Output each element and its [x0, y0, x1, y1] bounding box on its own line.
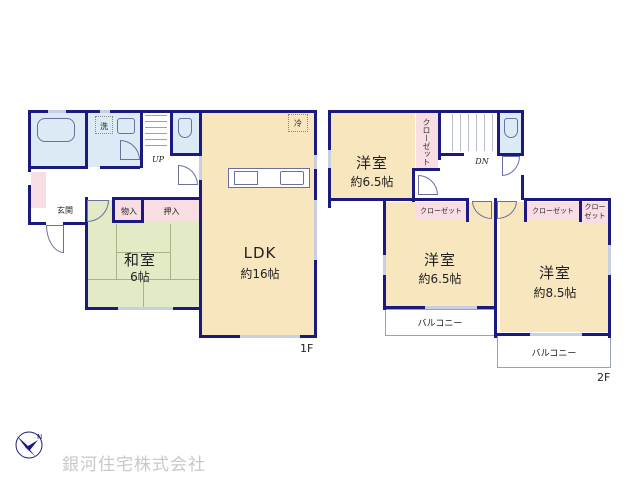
room-se-name: 洋室 [538, 264, 571, 282]
fridge-space [288, 114, 308, 132]
room-nw-closet [416, 112, 438, 170]
door-swing [178, 165, 198, 185]
window [240, 335, 300, 338]
ldk-size: 約16帖 [240, 267, 280, 281]
shoe-closet [31, 172, 46, 208]
balcony-sw [385, 309, 497, 336]
floor-label-2f: 2F [597, 371, 611, 384]
window [383, 255, 386, 275]
washitsu-size: 6帖 [130, 270, 150, 284]
window [199, 156, 202, 180]
tatami-line [143, 279, 144, 307]
kitchen-counter [228, 168, 310, 188]
window [530, 333, 582, 336]
window [314, 155, 317, 169]
washer-space [95, 116, 113, 134]
room-sw-closet-label: クローゼット [420, 207, 462, 215]
wash-label: 洗 [100, 122, 108, 131]
compass-north-icon: N [14, 430, 44, 460]
washitsu-name: 和室 [123, 251, 156, 269]
sink-icon [234, 171, 258, 185]
storage-label: 物入 [121, 207, 137, 216]
room-sw-size: 約6.5帖 [418, 272, 462, 286]
window [328, 150, 331, 168]
entrance-door [46, 225, 64, 253]
window [100, 110, 110, 113]
room-se-size: 約8.5帖 [533, 286, 577, 300]
room-nw-closet-label: クローゼット [422, 118, 431, 166]
window [608, 245, 611, 275]
svg-text:N: N [37, 433, 42, 441]
company-name: 銀河住宅株式会社 [62, 455, 206, 475]
closet-room-top [144, 200, 199, 222]
window [314, 200, 317, 260]
stairs-icon [145, 115, 167, 151]
balcony-sw-label: バルコニー [417, 319, 463, 329]
ldk-name: LDK [243, 244, 277, 262]
fridge-label: 冷 [294, 119, 302, 128]
room-nw [330, 112, 415, 198]
window [48, 110, 66, 113]
room-nw-size: 約6.5帖 [350, 175, 394, 189]
door-swing [418, 175, 438, 195]
up-label: UP [151, 155, 165, 164]
bathtub-icon [37, 118, 75, 142]
room-sw-closet [415, 202, 467, 220]
closet-label: 押入 [163, 207, 180, 216]
toilet-icon [178, 118, 192, 138]
storage-room-top [115, 200, 143, 222]
tatami-line [116, 224, 117, 279]
tatami-line [116, 252, 170, 253]
room-se-closet [527, 202, 579, 220]
room-se-closet2-label: クローゼット [584, 203, 606, 220]
toilet-icon [504, 118, 518, 138]
door-swing [502, 156, 520, 176]
ldk-room [202, 112, 314, 336]
room-nw-name: 洋室 [355, 154, 388, 172]
window [118, 307, 173, 310]
tatami-line [170, 224, 171, 279]
room-se-closet-label: クローゼット [532, 207, 574, 215]
dn-label: DN [475, 157, 489, 166]
balcony-se-label: バルコニー [531, 349, 577, 359]
stairs-icon [445, 114, 495, 151]
stove-icon [280, 171, 304, 185]
room-sw-name: 洋室 [423, 251, 456, 269]
window [425, 306, 477, 309]
floor-label-1f: 1F [300, 342, 314, 355]
entrance-label: 玄関 [57, 206, 73, 215]
room-se-closet2 [582, 202, 608, 224]
washbasin-icon [117, 118, 135, 134]
